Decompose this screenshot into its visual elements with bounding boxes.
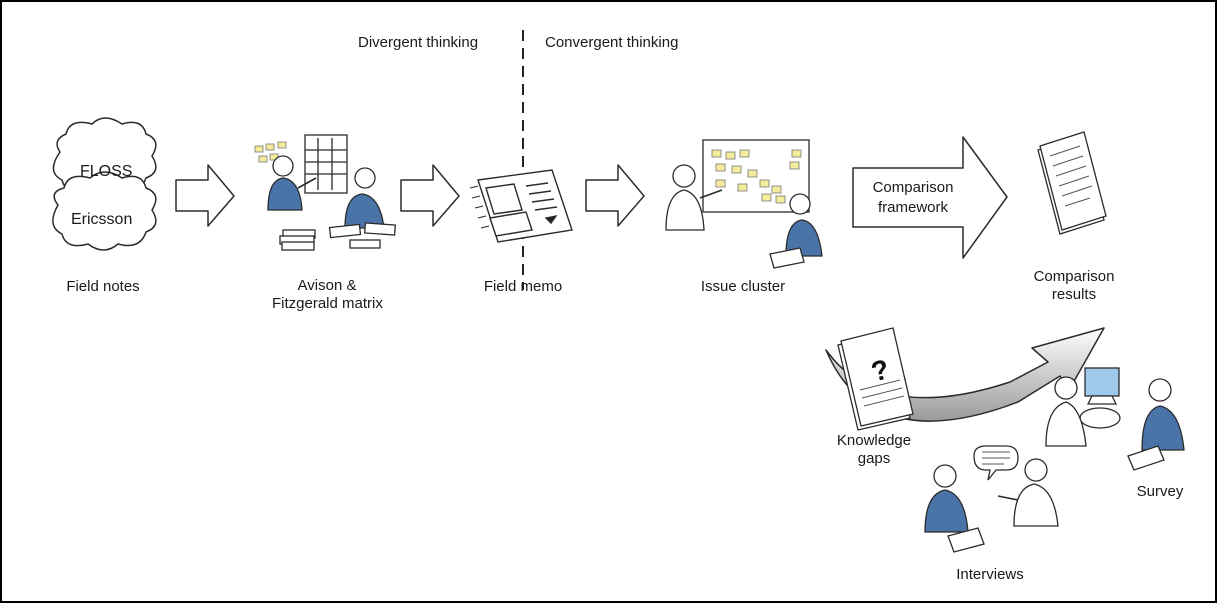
issue-cluster-illustration <box>665 139 823 269</box>
knowledge-gaps-document <box>837 327 914 431</box>
issue-cluster-label: Issue cluster <box>700 278 786 295</box>
field-notes-clouds <box>52 117 157 251</box>
flow-arrow-3 <box>585 164 645 227</box>
avison-matrix-line2: Fitzgerald matrix <box>272 295 383 312</box>
field-memo-notebook <box>469 169 573 243</box>
comparison-results-line2: results <box>1051 286 1097 303</box>
survey-label: Survey <box>1136 483 1184 500</box>
knowledge-gaps-line1: Knowledge <box>836 432 912 449</box>
cloud-floss-label: FLOSS <box>80 163 133 180</box>
field-memo-label: Field memo <box>483 278 563 295</box>
comparison-framework-line1: Comparison <box>872 179 954 196</box>
comparison-results-label: Comparison results <box>1022 268 1126 304</box>
convergent-thinking-label: Convergent thinking <box>545 34 679 51</box>
comparison-results-line1: Comparison <box>1033 268 1115 285</box>
survey-illustration <box>1045 367 1185 471</box>
comparison-framework-arrow <box>852 136 1008 259</box>
comparison-framework-line2: framework <box>877 199 948 216</box>
interviews-label: Interviews <box>956 566 1024 583</box>
divergent-thinking-label: Divergent thinking <box>358 34 479 51</box>
flow-arrow-1 <box>175 164 235 227</box>
cloud-ericsson-label: Ericsson <box>71 211 133 228</box>
comparison-results-document <box>1037 131 1107 235</box>
avison-matrix-illustration <box>254 134 397 251</box>
knowledge-gaps-label: Knowledge gaps <box>824 432 924 468</box>
flow-arrow-2 <box>400 164 460 227</box>
comparison-framework-label: Comparison framework <box>862 178 964 218</box>
field-notes-label: Field notes <box>66 278 140 295</box>
knowledge-gaps-line2: gaps <box>857 450 891 467</box>
interviews-illustration <box>924 445 1059 553</box>
cloud-ericsson <box>52 171 157 251</box>
avison-matrix-line1: Avison & <box>297 277 357 294</box>
avison-matrix-label: Avison & Fitzgerald matrix <box>272 277 383 313</box>
